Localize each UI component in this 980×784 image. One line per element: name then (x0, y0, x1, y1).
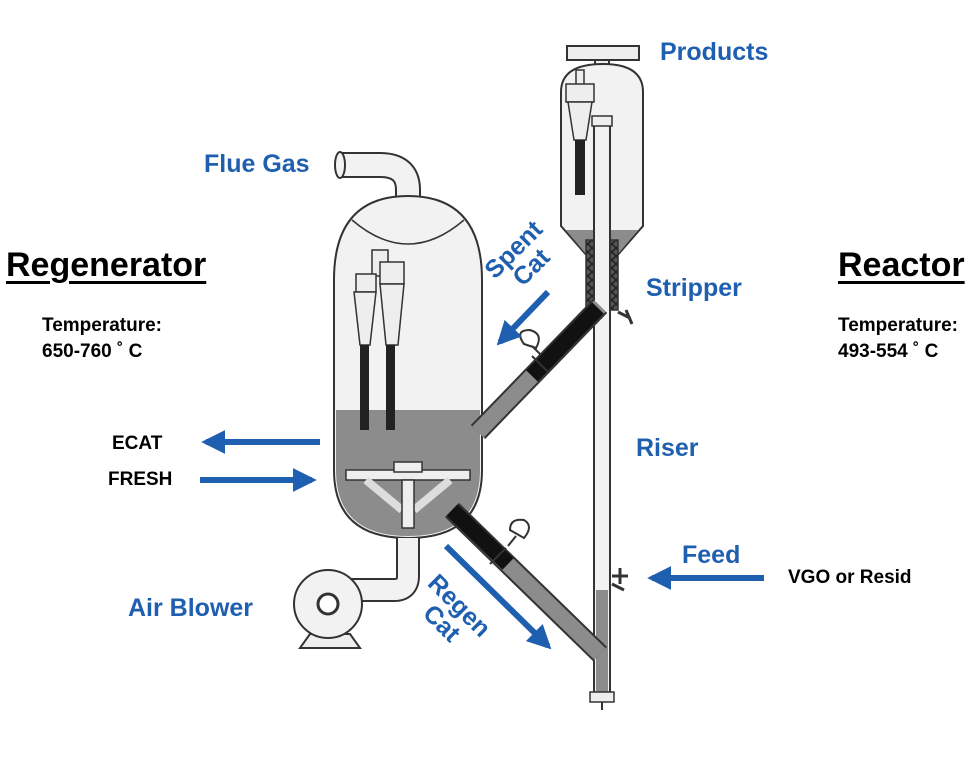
reactor-temperature-label: Temperature: (838, 315, 959, 336)
ecat-label: ECAT (112, 433, 163, 454)
regen-slide-valve (507, 518, 530, 547)
stripper-label: Stripper (646, 274, 742, 302)
vgo-resid-label: VGO or Resid (788, 567, 912, 588)
flow-arrows (200, 289, 764, 650)
spent-catalyst-standpipe (470, 299, 608, 439)
products-label: Products (660, 38, 769, 66)
spent-cat-arrow (496, 289, 551, 346)
air-blower-label: Air Blower (128, 594, 254, 622)
reactor-title: Reactor (838, 246, 965, 284)
feed-label: Feed (682, 541, 741, 569)
regenerator-cyclones (353, 249, 405, 430)
reactor-temperature-value: 493-554 ˚ C (838, 341, 939, 362)
fresh-label: FRESH (108, 469, 173, 490)
air-blower (293, 569, 363, 649)
spent-slide-valve (519, 328, 541, 355)
product-outlet-cap (566, 45, 640, 61)
regen-cat-arrow (443, 543, 552, 650)
riser-label: Riser (636, 434, 699, 462)
stripping-steam-nozzle (617, 309, 634, 325)
regenerator-temperature-value: 650-760 ˚ C (42, 341, 143, 362)
regenerator-title: Regenerator (6, 246, 207, 284)
flue-gas-label: Flue Gas (204, 150, 310, 178)
regen-catalyst-standpipe (445, 502, 607, 662)
feed-nozzle (611, 568, 628, 592)
reactor-cyclone (565, 69, 595, 195)
air-distributor-grid (345, 461, 471, 529)
regenerator-vessel (333, 151, 483, 602)
regenerator-temperature-label: Temperature: (42, 315, 163, 336)
